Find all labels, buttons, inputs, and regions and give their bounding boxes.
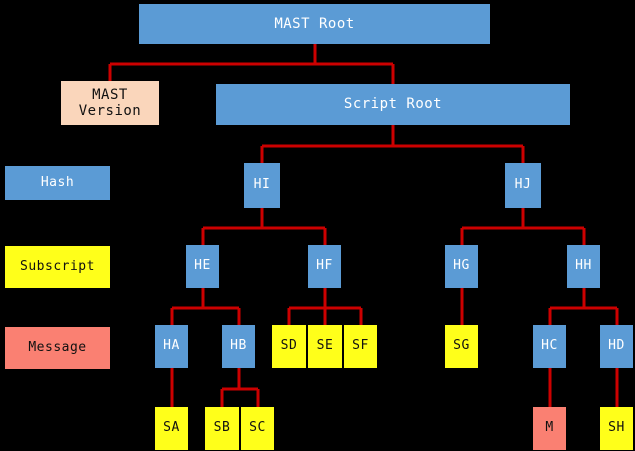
node-se[interactable]: SE (308, 325, 342, 368)
legend-message: Message (5, 327, 110, 369)
node-hh[interactable]: HH (567, 245, 600, 288)
node-hb[interactable]: HB (222, 325, 255, 368)
node-m[interactable]: M (533, 407, 566, 450)
node-hg[interactable]: HG (445, 245, 478, 288)
node-he[interactable]: HE (186, 245, 219, 288)
node-sf[interactable]: SF (344, 325, 377, 368)
node-hf[interactable]: HF (308, 245, 341, 288)
node-mast-version[interactable]: MAST Version (61, 81, 159, 125)
node-hi[interactable]: HI (244, 163, 280, 208)
node-ha[interactable]: HA (155, 325, 188, 368)
node-sa[interactable]: SA (155, 407, 188, 450)
node-sb[interactable]: SB (205, 407, 239, 450)
node-hd[interactable]: HD (600, 325, 633, 368)
node-mast-root[interactable]: MAST Root (139, 4, 490, 44)
node-script-root[interactable]: Script Root (216, 84, 570, 125)
node-sh[interactable]: SH (600, 407, 633, 450)
node-sg[interactable]: SG (445, 325, 478, 368)
node-hj[interactable]: HJ (505, 163, 541, 208)
legend-subscript: Subscript (5, 246, 110, 288)
node-sd[interactable]: SD (272, 325, 306, 368)
legend-hash: Hash (5, 166, 110, 200)
node-hc[interactable]: HC (533, 325, 566, 368)
node-sc[interactable]: SC (241, 407, 274, 450)
